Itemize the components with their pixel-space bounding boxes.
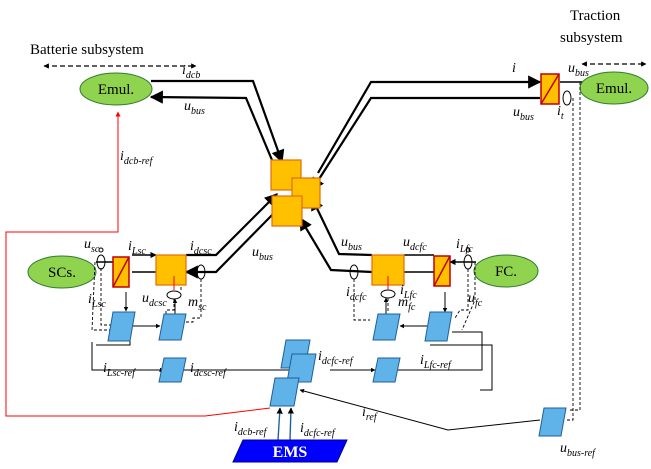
variable-label: iLfc-ref	[420, 353, 452, 371]
sc-dcdc-converter	[155, 254, 187, 286]
variable-label: idcsc	[190, 239, 212, 257]
sc-voltage-controller	[158, 357, 187, 383]
variable-label: idcfc-ref	[300, 421, 336, 439]
variable-label: udcsc	[142, 291, 167, 309]
bus-voltage-controller	[538, 407, 567, 437]
variable-label: ubus	[513, 105, 534, 123]
sc-chopper	[112, 256, 130, 288]
ems-label: EMS	[273, 444, 308, 461]
variable-label: iLfc	[400, 283, 417, 301]
coupling-node	[270, 159, 321, 227]
variable-label: idcb	[182, 63, 200, 81]
fc-voltage-controller	[372, 357, 401, 383]
battery-emulator	[79, 72, 153, 106]
ems-ref-block-2	[286, 353, 317, 383]
variable-label: ubus-ref	[560, 441, 596, 459]
battery-subsystem-heading: Batterie subsystem	[30, 42, 144, 58]
traction-chopper	[540, 73, 560, 105]
fc-duty-controller	[372, 313, 401, 341]
variable-label: iLsc	[128, 239, 146, 257]
ems-block	[232, 439, 348, 463]
variable-label: i	[512, 61, 516, 76]
variable-label: iLsc-ref	[103, 361, 136, 379]
sc-current-controller	[107, 311, 136, 342]
ems-ref-block-3	[269, 377, 300, 407]
variable-label: msc	[188, 295, 207, 313]
fc-chopper	[433, 255, 451, 287]
supercapacitor-source	[27, 255, 97, 289]
variable-label: idcfc-ref	[318, 349, 354, 367]
variable-label: iLsc	[88, 292, 106, 310]
traction-subsystem-heading-line2: subsystem	[560, 30, 623, 46]
voltage-taps	[98, 247, 471, 253]
fuel-cell-source	[473, 254, 539, 288]
variable-labels: idcb ubus idcb-ref i ubus ubus it usc iLsc idcsc u…	[84, 61, 596, 459]
battery-emulator-label: Emul.	[98, 82, 134, 98]
variable-label: ubus	[568, 61, 589, 79]
variable-label: iLfc	[456, 237, 473, 255]
controllers	[107, 311, 567, 437]
variable-label: it	[557, 104, 564, 122]
battery-reference-line	[5, 111, 271, 417]
variable-label: iref	[362, 405, 378, 423]
variable-label: idcb-ref	[234, 420, 268, 438]
sc-duty-controller	[158, 313, 187, 341]
variable-label: ubus	[252, 245, 273, 263]
traction-subsystem-heading-line1: Traction	[570, 8, 621, 24]
traction-emulator-label: Emul.	[596, 81, 632, 97]
variable-label: udcfc	[403, 235, 427, 253]
ems-links	[276, 407, 294, 441]
measurement-lines	[91, 82, 581, 421]
fc-current-controller	[424, 311, 453, 342]
fuel-cell-label: FC.	[495, 264, 517, 280]
variable-label: idcb-ref	[120, 149, 154, 167]
variable-label: ufc	[468, 291, 483, 309]
variable-label: idcfc	[346, 285, 367, 303]
variable-label: ubus	[184, 99, 205, 117]
variable-label: mfc	[398, 295, 416, 313]
variable-label: usc	[84, 237, 100, 255]
control-lines	[91, 292, 541, 431]
power-lines	[149, 75, 542, 279]
variable-label: ubus	[341, 235, 362, 253]
variable-label: idcsc-ref	[190, 361, 227, 379]
supercapacitor-label: SCs.	[48, 265, 76, 281]
